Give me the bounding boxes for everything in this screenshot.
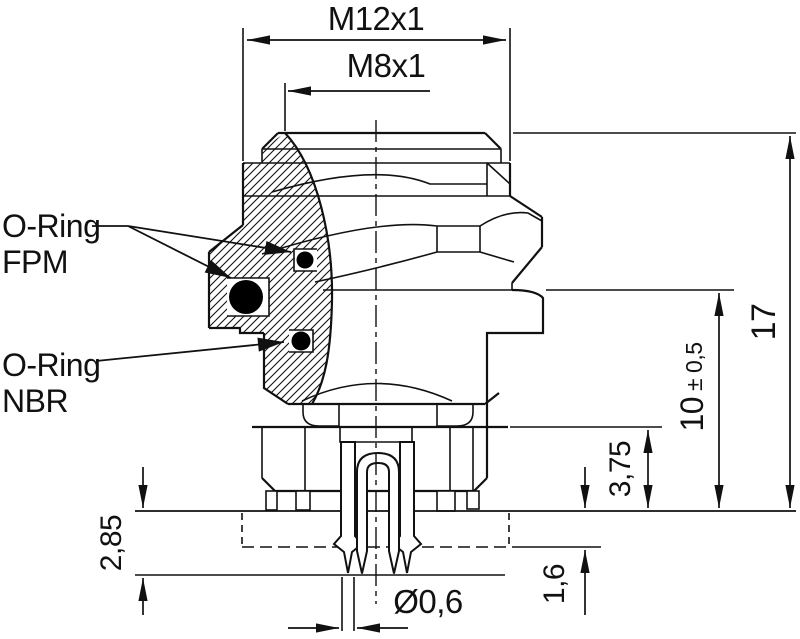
dim-pin-diameter-label: Ø0,6: [393, 583, 463, 620]
oring-nbr-label-line2: NBR: [2, 383, 68, 419]
leader-nbr[interactable]: [95, 337, 285, 362]
section-break-curve: [284, 132, 334, 405]
dim-mid-height-label: 10 ± 0,5: [674, 342, 710, 431]
leader-lines: [92, 225, 292, 362]
oring-nbr: [291, 331, 311, 351]
oring-fpm-label-line1: O-Ring: [2, 208, 100, 244]
outer-thread-label: M12x1: [328, 0, 425, 37]
oring-fpm-large: [229, 280, 263, 314]
dim-total-height-label: 17: [745, 304, 783, 341]
dim-standoff-label: 3,75: [604, 441, 637, 497]
leader-fpm-small[interactable]: [127, 225, 292, 255]
labels: M12x1 M8x1 O-Ring FPM O-Ring NBR 17 10 ± …: [2, 0, 783, 620]
body-outline: [207, 131, 545, 493]
latch-pin-left: [332, 441, 364, 574]
panel-lines: [135, 510, 796, 576]
oring-nbr-label-line1: O-Ring: [2, 347, 100, 383]
connector-body: [207, 131, 545, 512]
panel-hole-edges: [241, 513, 510, 547]
contact-pins: [332, 441, 423, 574]
inner-thread-label: M8x1: [347, 47, 426, 84]
ext-pin-diameter: [341, 577, 355, 631]
dim-panel-thickness-label: 1,6: [538, 564, 571, 604]
oring-seals: [227, 248, 317, 353]
contact-pin-fork: [356, 451, 400, 574]
oring-fpm-small: [296, 251, 314, 269]
dim-pin-protrusion-label: 2,85: [95, 515, 128, 571]
solder-tabs: [265, 490, 480, 512]
oring-fpm-label-line2: FPM: [2, 244, 68, 280]
extension-lines: [242, 28, 796, 631]
leader-fpm-large[interactable]: [127, 225, 232, 279]
dimension-lines: [138, 35, 795, 633]
dim-mid-height-value: 10: [674, 397, 710, 432]
dim-mid-height-tolerance: ± 0,5: [681, 342, 707, 391]
